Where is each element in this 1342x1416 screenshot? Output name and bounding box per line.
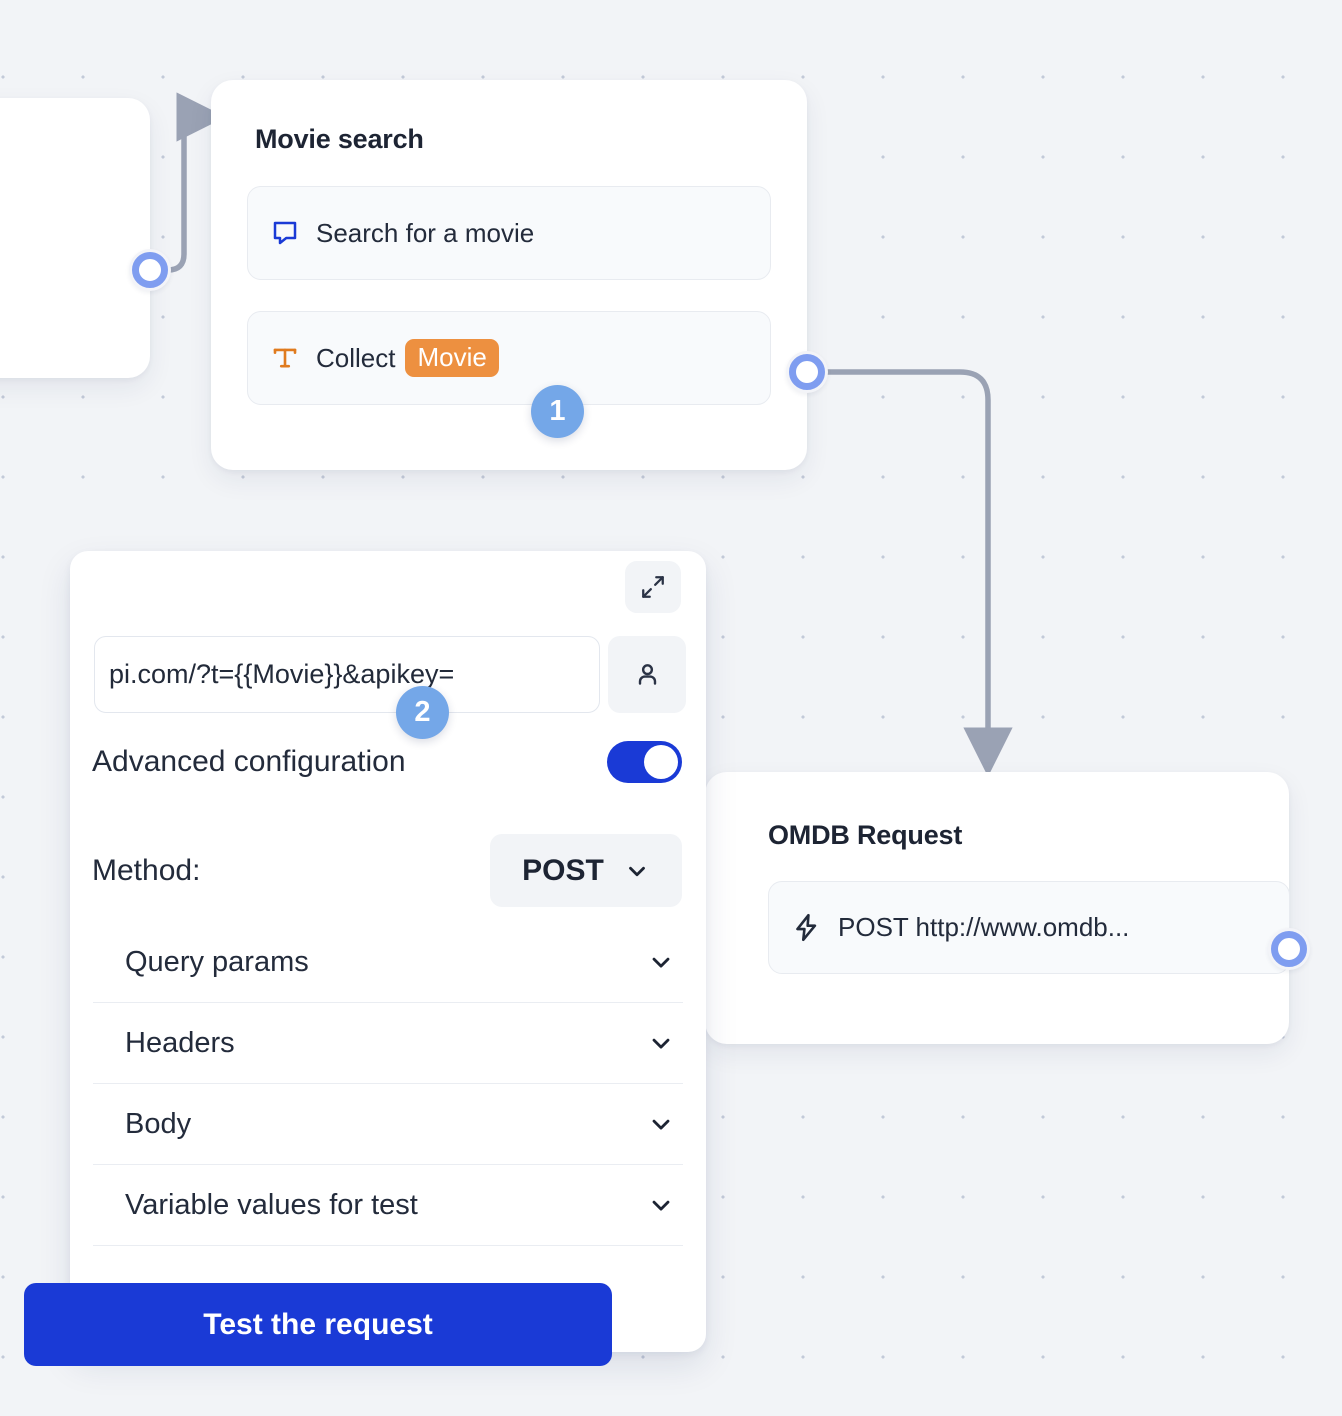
accordion-item-variable-values-for-test[interactable]: Variable values for test xyxy=(93,1165,683,1246)
step-badge-2: 2 xyxy=(396,686,449,739)
collect-label: Collect xyxy=(316,342,396,373)
node-row-search-for-a-movie[interactable]: Search for a movie xyxy=(247,186,771,280)
node-row-post-request[interactable]: POST http://www.omdb... xyxy=(768,881,1290,974)
accordion-label: Query params xyxy=(125,945,309,978)
chevron-down-icon xyxy=(647,1110,675,1138)
advanced-configuration-label: Advanced configuration xyxy=(92,745,406,778)
lightning-bolt-icon xyxy=(791,912,822,943)
method-row: Method: POST xyxy=(92,834,682,907)
method-dropdown[interactable]: POST xyxy=(490,834,682,907)
url-row xyxy=(94,636,686,713)
node-card-partial[interactable] xyxy=(0,98,150,378)
accordion-item-headers[interactable]: Headers xyxy=(93,1003,683,1084)
request-config-panel[interactable]: Advanced configuration Method: POST Quer… xyxy=(70,551,706,1352)
person-icon xyxy=(633,660,662,689)
text-type-icon xyxy=(270,343,300,373)
node-title-movie-search: Movie search xyxy=(255,124,424,154)
node-title-omdb-request: OMDB Request xyxy=(768,820,963,850)
expand-panel-button[interactable] xyxy=(625,561,681,613)
accordion-item-query-params[interactable]: Query params xyxy=(93,922,683,1003)
url-auth-button[interactable] xyxy=(608,636,686,713)
accordion-item-body[interactable]: Body xyxy=(93,1084,683,1165)
chevron-down-icon xyxy=(624,858,650,884)
node-card-movie-search[interactable]: Movie search Search for a movie xyxy=(211,80,807,470)
step-badge-1: 1 xyxy=(531,385,584,438)
node-row-label: Collect Movie xyxy=(316,339,499,377)
connector-port-movie-search-output[interactable] xyxy=(786,351,828,393)
variable-chip-movie[interactable]: Movie xyxy=(405,339,499,377)
speech-bubble-icon xyxy=(270,218,300,248)
wire-left-to-movie-search xyxy=(147,92,226,273)
chevron-down-icon xyxy=(647,1029,675,1057)
advanced-configuration-toggle[interactable] xyxy=(607,741,682,783)
method-label: Method: xyxy=(92,853,201,887)
method-value: POST xyxy=(522,853,604,887)
node-card-omdb-request[interactable]: OMDB Request POST http://www.omdb... xyxy=(692,772,1290,1044)
url-input[interactable] xyxy=(94,636,600,713)
wire-movie-search-to-omdb xyxy=(824,369,1013,777)
chevron-down-icon xyxy=(647,948,675,976)
connector-port-omdb-output[interactable] xyxy=(1268,928,1310,970)
accordion-label: Body xyxy=(125,1107,192,1140)
chevron-down-icon xyxy=(647,1191,675,1219)
node-row-label: Search for a movie xyxy=(316,217,535,248)
accordion-label: Headers xyxy=(125,1026,235,1059)
node-row-collect-movie[interactable]: Collect Movie xyxy=(247,311,771,405)
accordion-label: Variable values for test xyxy=(125,1188,418,1221)
advanced-configuration-row: Advanced configuration xyxy=(92,741,682,783)
expand-diagonal-icon xyxy=(640,574,666,600)
node-row-label: POST http://www.omdb... xyxy=(838,912,1130,942)
connector-port-left[interactable] xyxy=(129,249,171,291)
test-the-request-button[interactable]: Test the request xyxy=(24,1283,612,1366)
config-accordion: Query params Headers Body xyxy=(93,922,683,1246)
